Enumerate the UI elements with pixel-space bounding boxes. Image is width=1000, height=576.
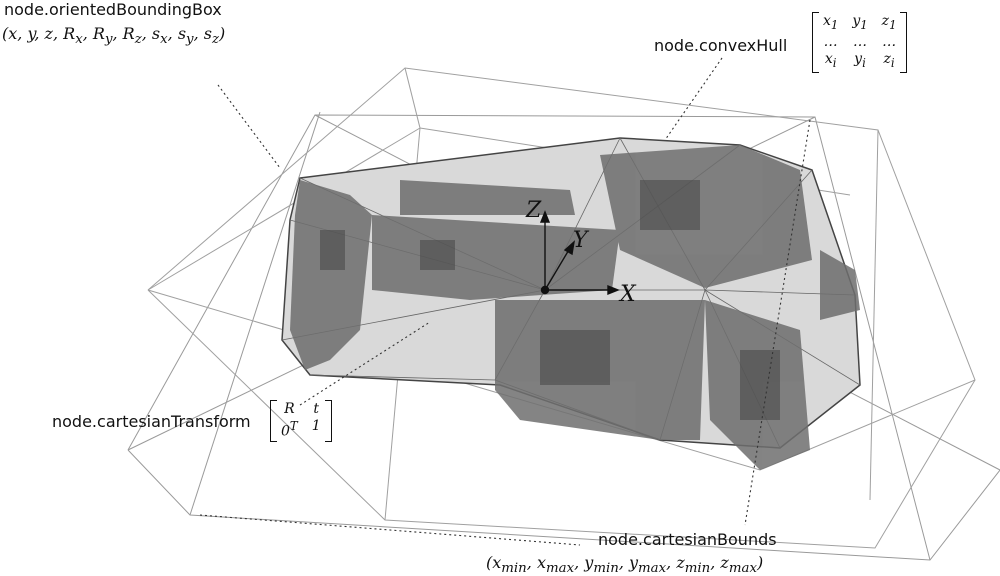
axis-y-label: Y [573,228,588,253]
cartesian-transform-title: node.cartesianTransform [52,412,251,431]
cartesian-bounds-params: (xmin, xmax, ymin, ymax, zmin, zmax) [486,553,764,576]
coordinate-axes [539,210,620,296]
oriented-bounding-box-params: (x, y, z, Rx, Ry, Rz, sx, sy, sz) [2,24,226,48]
convex-hull-title: node.convexHull [654,36,788,55]
mesh-texture-detail [320,180,780,420]
axis-x-label: X [620,282,636,307]
leader-lines [199,57,811,546]
axis-z-label: Z [526,198,542,223]
cartesian-bounds-title: node.cartesianBounds [598,530,777,549]
oriented-bounding-box-title: node.orientedBoundingBox [4,0,222,19]
